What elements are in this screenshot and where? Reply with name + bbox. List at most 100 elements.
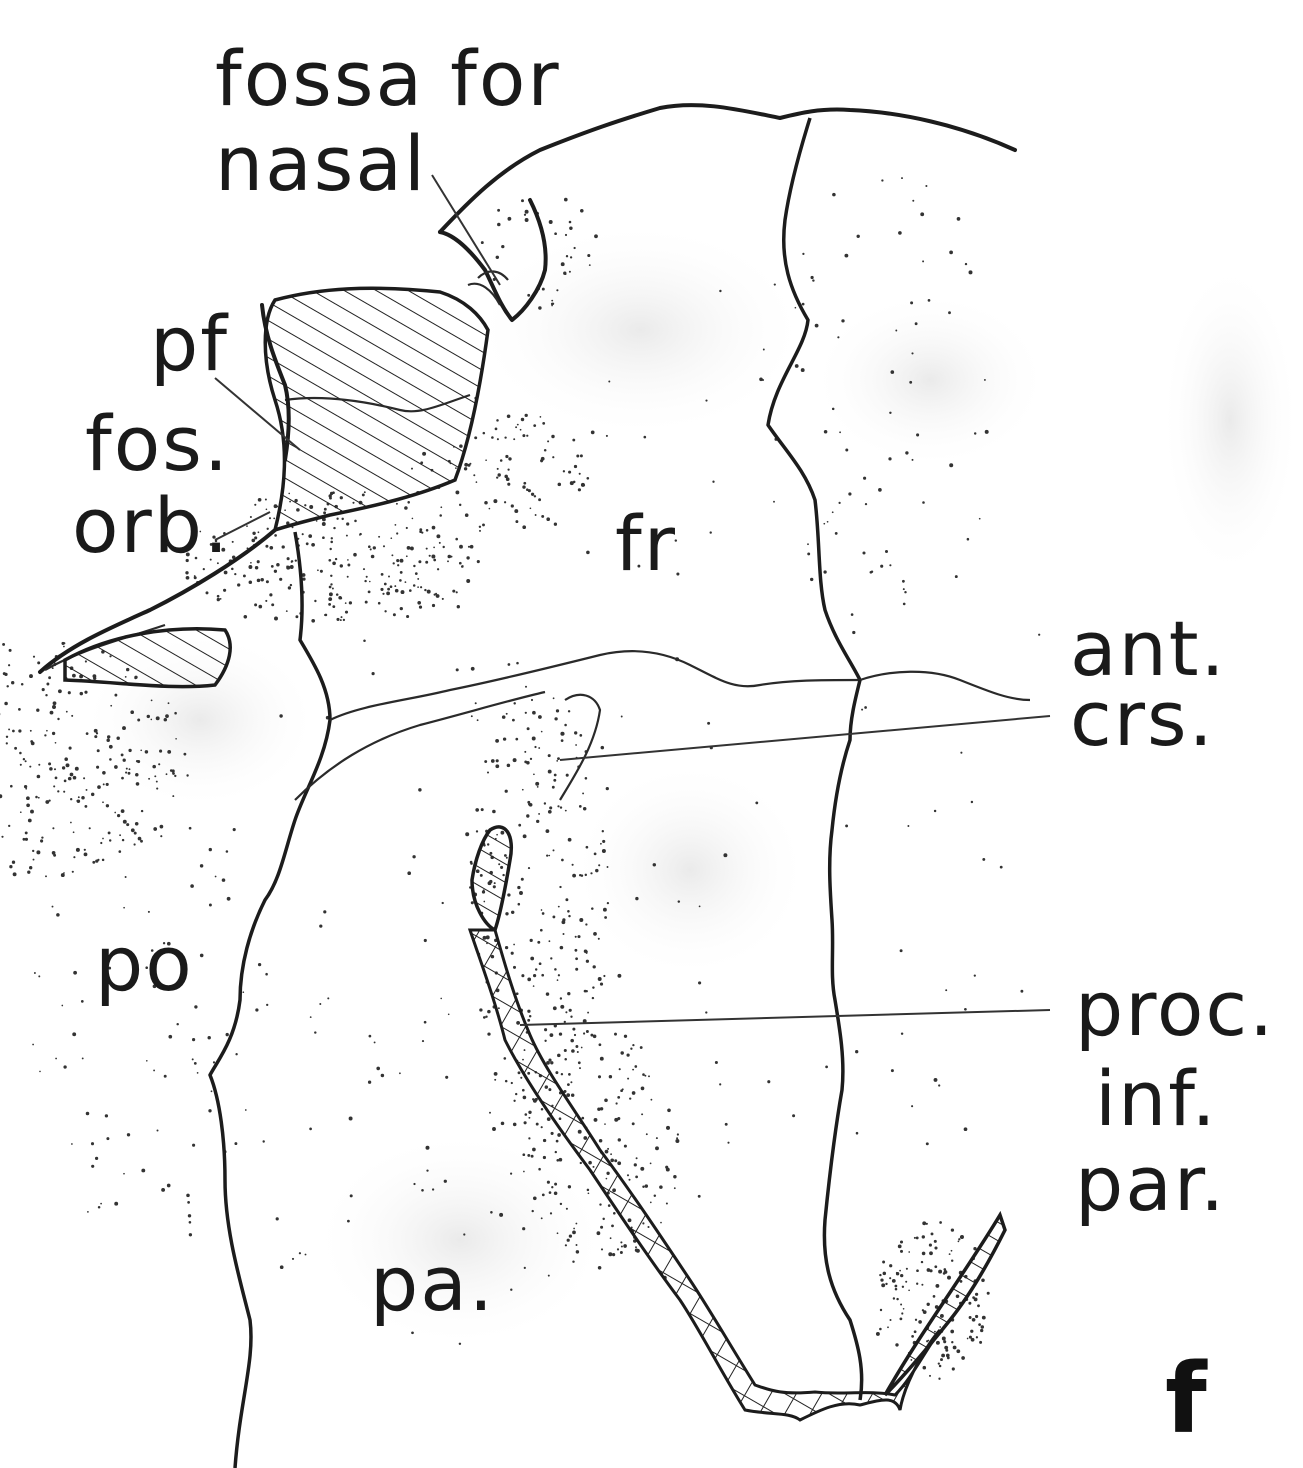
- stipple-dot: [602, 840, 605, 843]
- stipple-dot: [160, 825, 164, 829]
- stipple-dot: [524, 1121, 527, 1124]
- stipple-dot: [626, 1053, 629, 1056]
- stipple-dot: [541, 457, 545, 461]
- stipple-dot: [632, 1044, 634, 1046]
- stipple-dot: [503, 737, 506, 740]
- stipple-dot: [511, 504, 514, 507]
- stipple-dot: [602, 830, 604, 832]
- stipple-dot: [885, 550, 888, 553]
- stipple-dot: [496, 419, 499, 422]
- stipple-dot: [522, 525, 526, 529]
- stipple-dot: [595, 869, 598, 872]
- leader-ant-crs: [560, 716, 1050, 760]
- stipple-dot: [141, 810, 143, 812]
- stipple-dot: [237, 583, 240, 586]
- stipple-dot: [597, 1107, 600, 1110]
- stipple-dot: [521, 199, 524, 202]
- stipple-dot: [642, 1073, 645, 1076]
- stipple-dot: [606, 435, 608, 437]
- stipple-dot: [549, 806, 552, 809]
- stipple-dot: [653, 863, 656, 866]
- stipple-dot: [20, 764, 22, 766]
- stipple-dot: [417, 601, 421, 605]
- stipple-dot: [1020, 990, 1023, 993]
- stipple-dot: [659, 1185, 663, 1189]
- stipple-dot: [443, 546, 445, 548]
- stipple-dot: [575, 968, 578, 971]
- stipple-dot: [895, 1288, 898, 1291]
- stipple-dot: [140, 749, 142, 751]
- stipple-dot: [465, 832, 469, 836]
- stipple-dot: [243, 574, 246, 577]
- parietal-process-window: [472, 827, 511, 930]
- stipple-dot: [895, 330, 897, 332]
- stipple-dot: [347, 1220, 350, 1223]
- stipple-dot: [567, 1083, 570, 1086]
- stipple-dot: [594, 234, 598, 238]
- stipple-dot: [823, 570, 826, 573]
- stipple-dot: [960, 752, 962, 754]
- stipple-dot: [646, 1133, 648, 1135]
- stipple-dot: [676, 1137, 678, 1139]
- stipple-dot: [490, 1211, 493, 1214]
- stipple-dot: [317, 569, 319, 571]
- stipple-dot: [121, 777, 124, 780]
- stipple-dot: [269, 517, 271, 519]
- stipple-dot: [147, 715, 150, 718]
- stipple-dot: [605, 1150, 609, 1154]
- prefrontal-hatched: [265, 288, 488, 530]
- label-fossa-for-nasal-1: fossa for: [215, 34, 561, 123]
- stipple-dot: [395, 589, 399, 593]
- stipple-dot: [87, 1211, 89, 1213]
- stipple-dot: [607, 866, 609, 868]
- stipple-dot: [234, 573, 236, 575]
- stipple-dot: [507, 764, 511, 768]
- stipple-dot: [621, 716, 623, 718]
- stipple-dot: [513, 1100, 515, 1102]
- stipple-dot: [444, 1180, 447, 1183]
- stipple-dot: [295, 559, 297, 561]
- stipple-dot: [956, 1349, 960, 1353]
- stipple-dot: [137, 719, 140, 722]
- stipple-dot: [795, 307, 797, 309]
- stipple-dot: [832, 511, 834, 513]
- stipple-dot: [328, 603, 331, 606]
- stipple-dot: [58, 689, 62, 693]
- stipple-dot: [901, 1312, 903, 1314]
- stipple-dot: [495, 764, 499, 768]
- stipple-dot: [933, 1295, 936, 1298]
- stipple-dot: [257, 579, 261, 583]
- stipple-dot: [970, 1330, 973, 1333]
- stipple-dot: [916, 1236, 919, 1239]
- stipple-dot: [363, 568, 365, 570]
- stipple-dot: [544, 1040, 546, 1042]
- stipple-dot: [381, 573, 384, 576]
- stipple-dot: [483, 1016, 486, 1019]
- stipple-dot: [542, 422, 545, 425]
- stipple-dot: [535, 968, 537, 970]
- stipple-dot: [573, 1228, 575, 1230]
- stipple-dot: [134, 843, 136, 845]
- stipple-dot: [265, 973, 268, 976]
- label-proc-inf-par-1: proc.: [1075, 964, 1275, 1053]
- stipple-dot: [433, 559, 436, 562]
- stipple-dot: [89, 827, 91, 829]
- stipple-dot: [276, 1217, 279, 1220]
- stipple-dot: [533, 1099, 535, 1101]
- stipple-dot: [114, 1202, 118, 1206]
- stipple-dot: [807, 543, 809, 545]
- stipple-dot: [436, 594, 440, 598]
- stipple-dot: [810, 578, 813, 581]
- stipple-dot: [964, 1127, 968, 1131]
- stipple-dot: [426, 1169, 428, 1171]
- stipple-dot: [971, 801, 973, 803]
- stipple-dot: [330, 575, 332, 577]
- stipple-dot: [209, 848, 212, 851]
- stipple-dot: [46, 730, 48, 732]
- stipple-dot: [400, 607, 403, 610]
- stipple-dot: [602, 1218, 604, 1220]
- stipple-dot: [495, 428, 498, 431]
- stipple-dot: [280, 1265, 284, 1269]
- stipple-dot: [49, 767, 53, 771]
- stipple-dot: [324, 614, 326, 616]
